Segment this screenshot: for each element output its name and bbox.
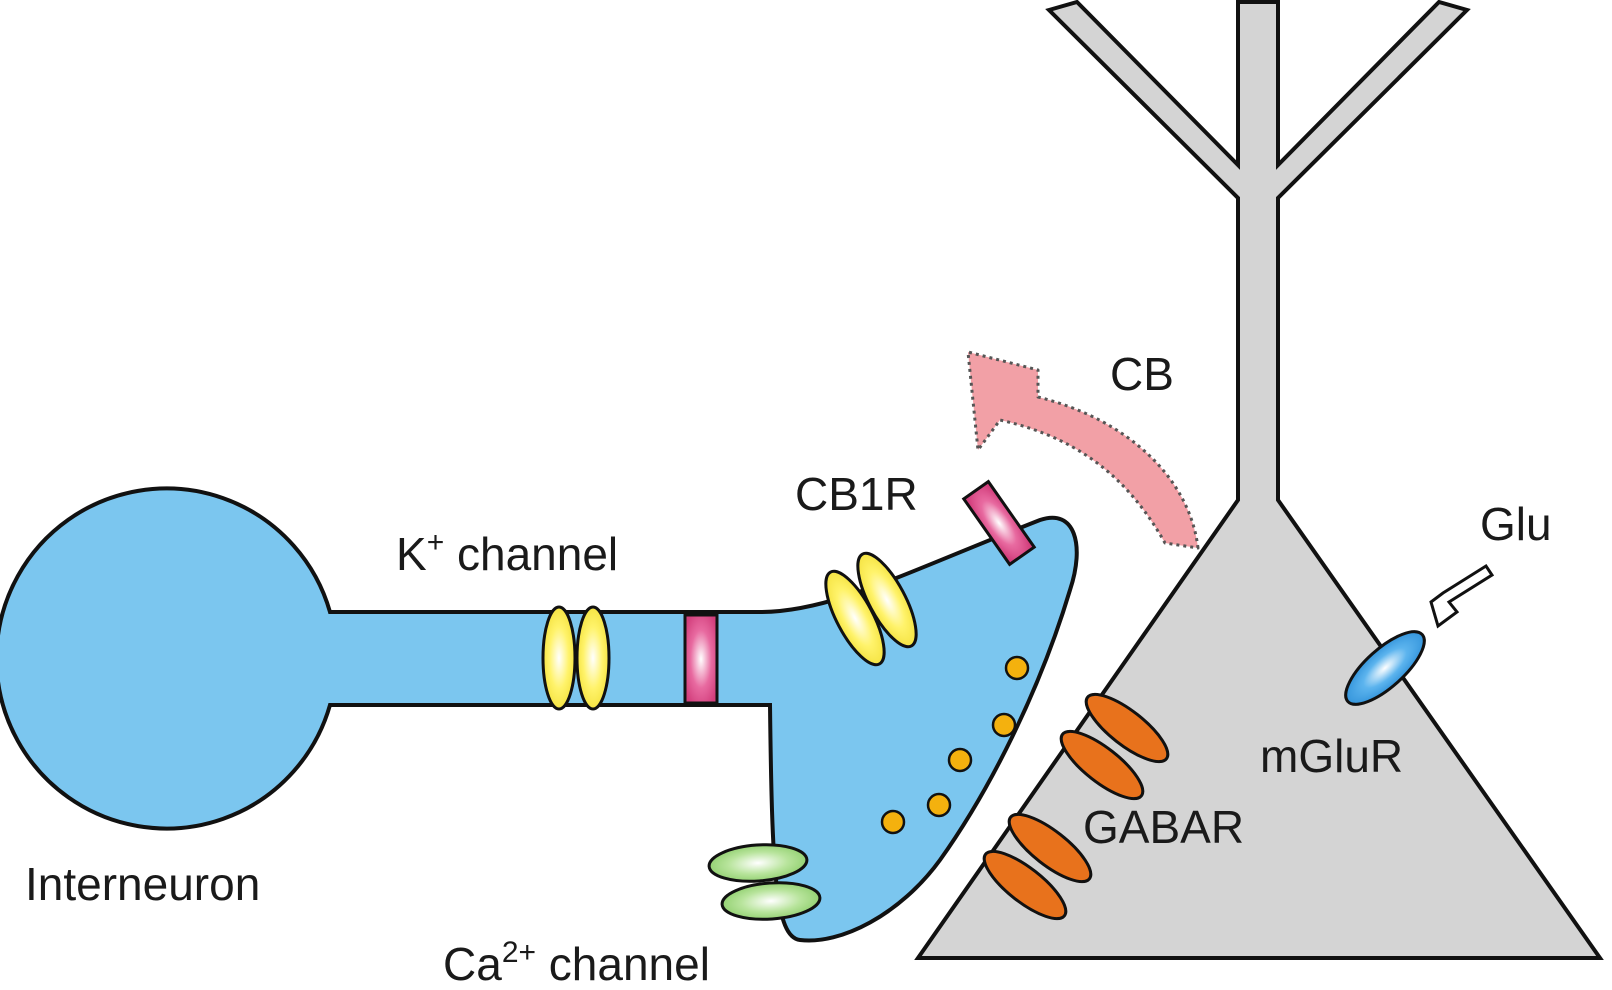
glu-label: Glu	[1480, 498, 1552, 550]
gabar	[1007, 812, 1093, 884]
cb-label: CB	[1110, 348, 1174, 400]
mglur-receptor	[1344, 630, 1426, 706]
gabar-receptors	[982, 692, 1170, 921]
glu-arrow-icon	[1429, 563, 1495, 629]
cb1r-receptor-terminal	[961, 479, 1037, 567]
k-channels-axon	[541, 605, 611, 711]
vesicle	[1004, 655, 1030, 681]
k-channels-terminal	[824, 551, 918, 667]
vesicle	[926, 792, 952, 818]
interneuron-cell	[0, 486, 1079, 943]
ca-channel-label: Ca2+ channel	[443, 936, 710, 990]
cb1r-receptor-axon	[683, 613, 719, 705]
vesicle	[880, 809, 906, 835]
gabar	[1059, 729, 1145, 801]
cb1r-label: CB1R	[795, 468, 918, 520]
k-channel	[856, 551, 918, 649]
ca-channel	[707, 843, 809, 883]
ca-channels	[707, 843, 822, 921]
pyramidal-neuron	[914, 0, 1604, 960]
vesicle	[947, 747, 973, 773]
vesicles	[880, 655, 1030, 835]
k-channel	[541, 605, 577, 711]
k-channel-label: K+ channel	[396, 526, 618, 580]
interneuron-label: Interneuron	[25, 858, 260, 910]
mglur-label: mGluR	[1260, 730, 1403, 782]
vesicle	[991, 712, 1017, 738]
k-channel	[575, 605, 611, 711]
gabar	[982, 849, 1068, 921]
ca-channel	[720, 881, 822, 921]
cb-retrograde-arrow	[966, 350, 1200, 550]
gabar	[1084, 692, 1170, 764]
gabar-label: GABAR	[1083, 801, 1244, 853]
